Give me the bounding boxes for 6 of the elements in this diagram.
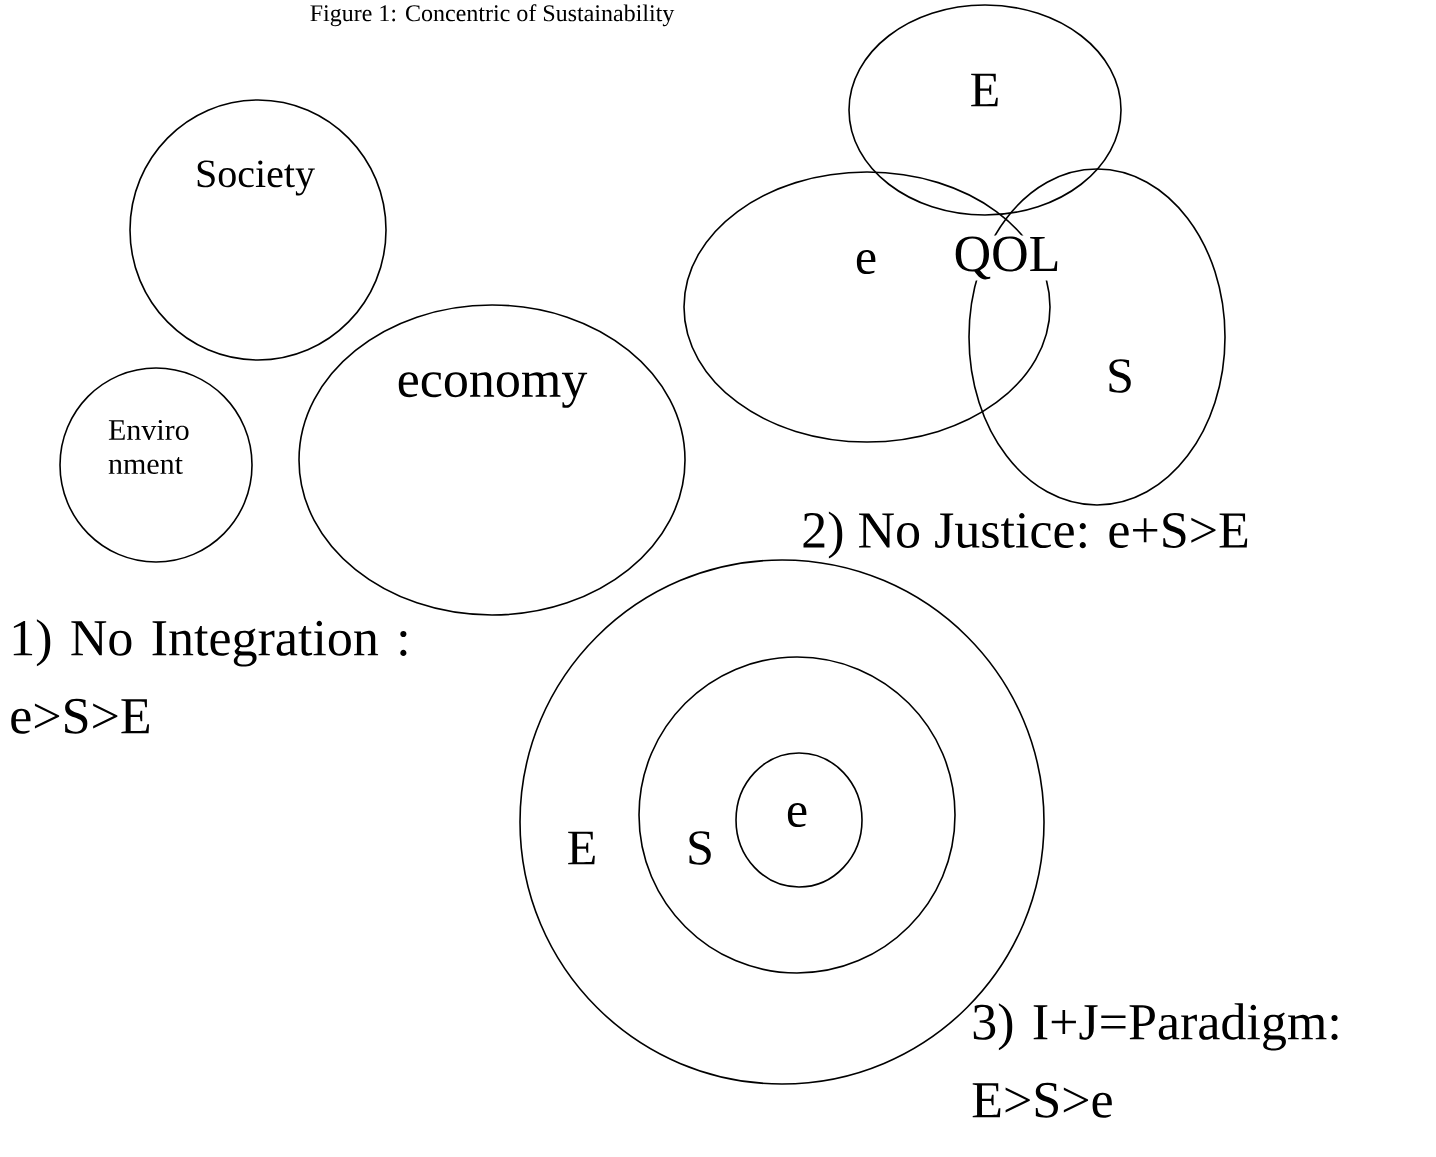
label-text: 2) No Justice: e+S>E bbox=[803, 511, 1248, 559]
label-text: 3) I+J=Paradigm: E>S>e bbox=[972, 1003, 1338, 1118]
figure-title: Figure 1: Concentric of Sustainability bbox=[310, 4, 675, 27]
label-text: 1) No Integration : e>S>E bbox=[11, 619, 407, 734]
label-text: QOL bbox=[952, 235, 1062, 281]
ring: e bbox=[735, 752, 863, 888]
